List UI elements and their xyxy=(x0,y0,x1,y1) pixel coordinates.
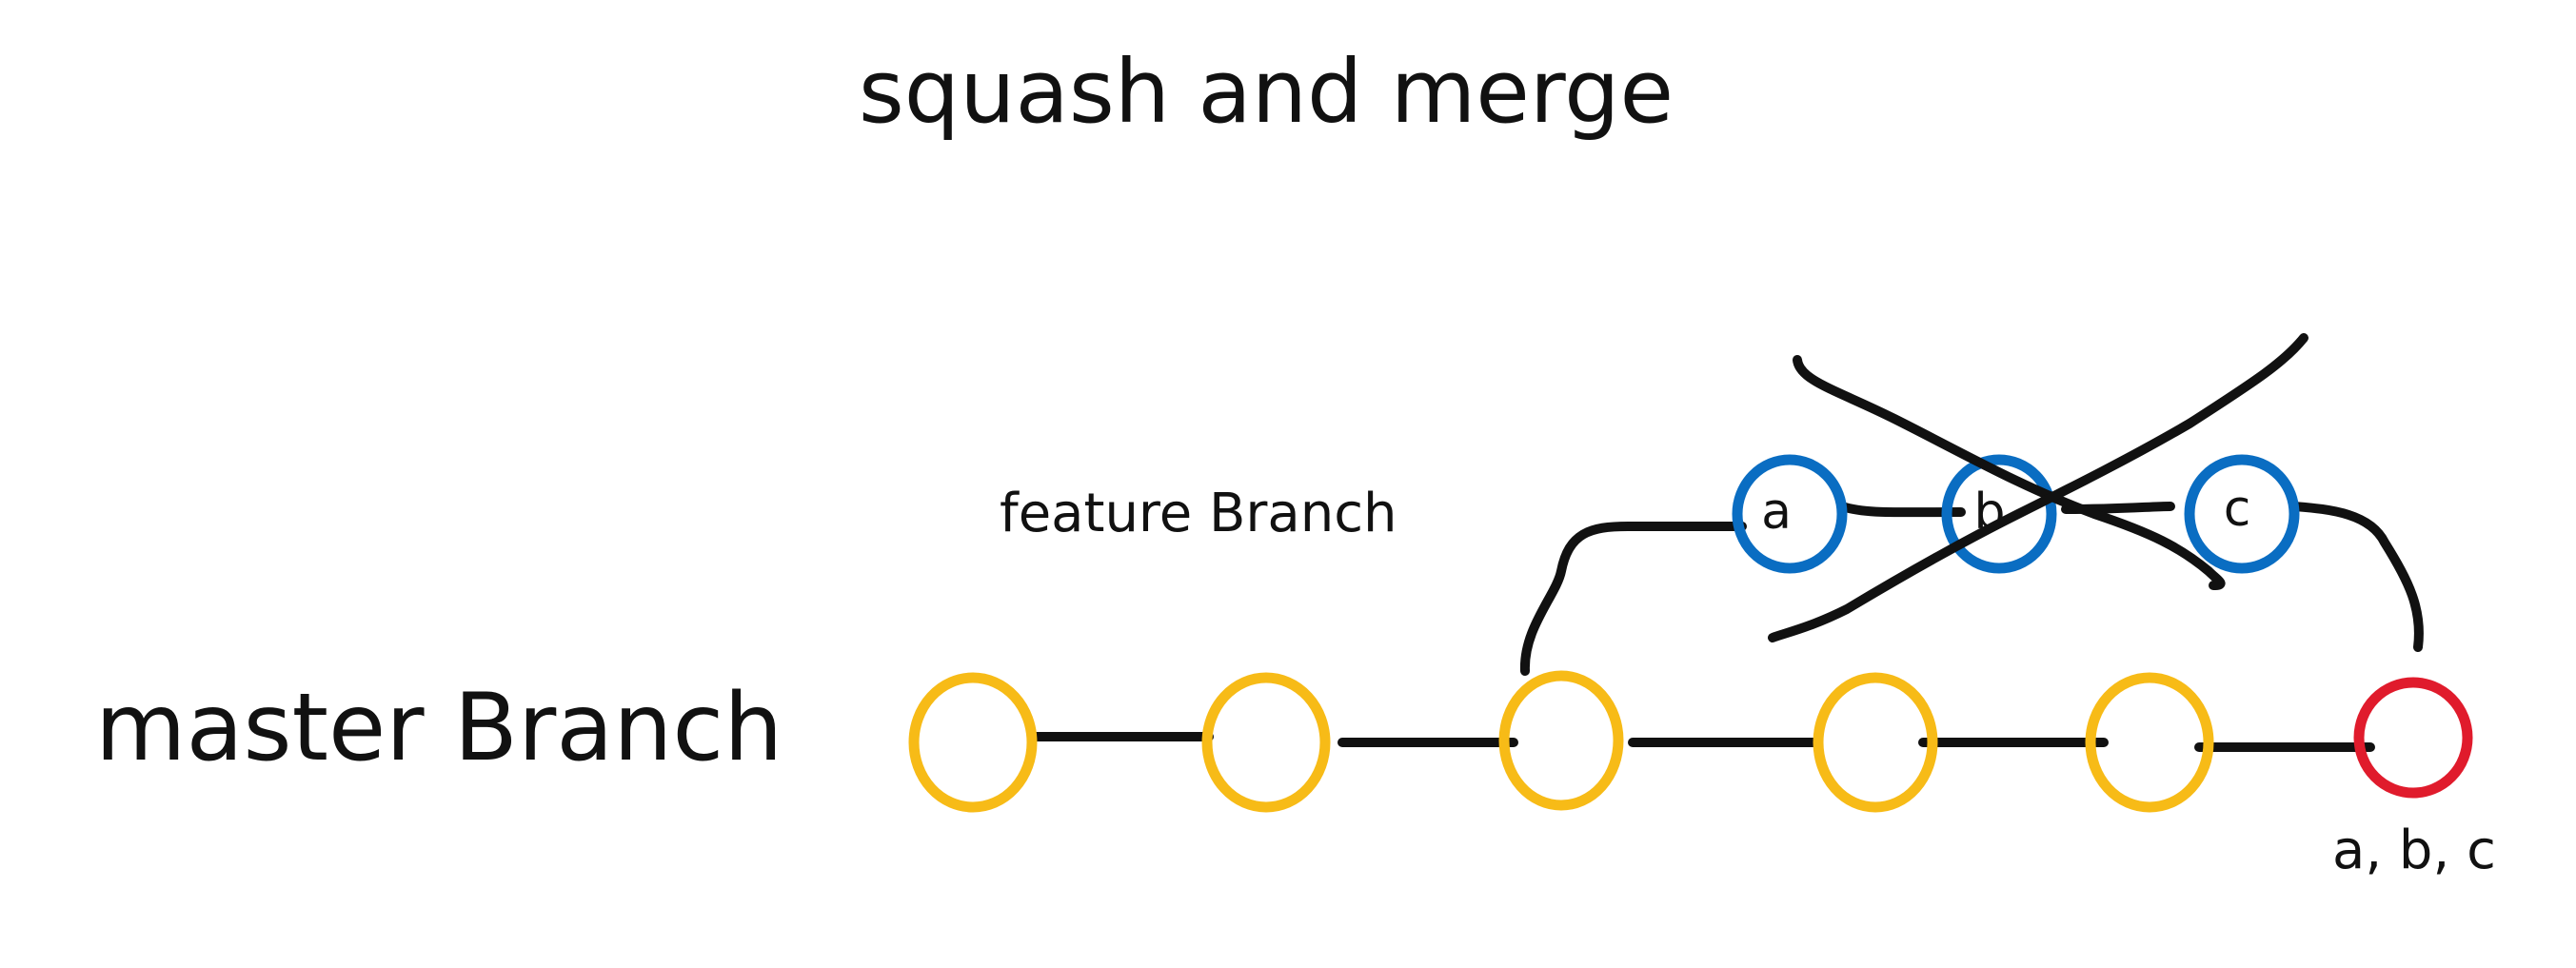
feature-commit-label: c xyxy=(2224,481,2251,538)
master-commit-node xyxy=(1498,670,1624,811)
feature-commit-node-a xyxy=(1732,454,1848,574)
feature-merge-line xyxy=(2289,502,2424,652)
feature-commit-node-b xyxy=(1941,454,2057,574)
master-commit-node xyxy=(1201,672,1331,813)
master-commit-node xyxy=(2085,672,2214,813)
master-branch-label: master Branch xyxy=(95,674,783,782)
cross-out-stroke xyxy=(1793,355,2226,590)
squashed-commit-label: a, b, c xyxy=(2332,820,2496,881)
squashed-commit-node xyxy=(2353,677,2473,799)
feature-branch-label: feature Branch xyxy=(1000,483,1397,544)
master-commit-node xyxy=(908,672,1038,813)
cross-out-stroke xyxy=(1768,333,2308,642)
feature-commit-label: a xyxy=(1761,484,1792,541)
feature-commit-node-c xyxy=(2184,454,2300,574)
feature-branch-fork-line xyxy=(1519,522,1747,676)
feature-link xyxy=(1837,502,1966,518)
master-commit-node xyxy=(1813,672,1938,813)
diagram-title: squash and merge xyxy=(859,41,1674,143)
